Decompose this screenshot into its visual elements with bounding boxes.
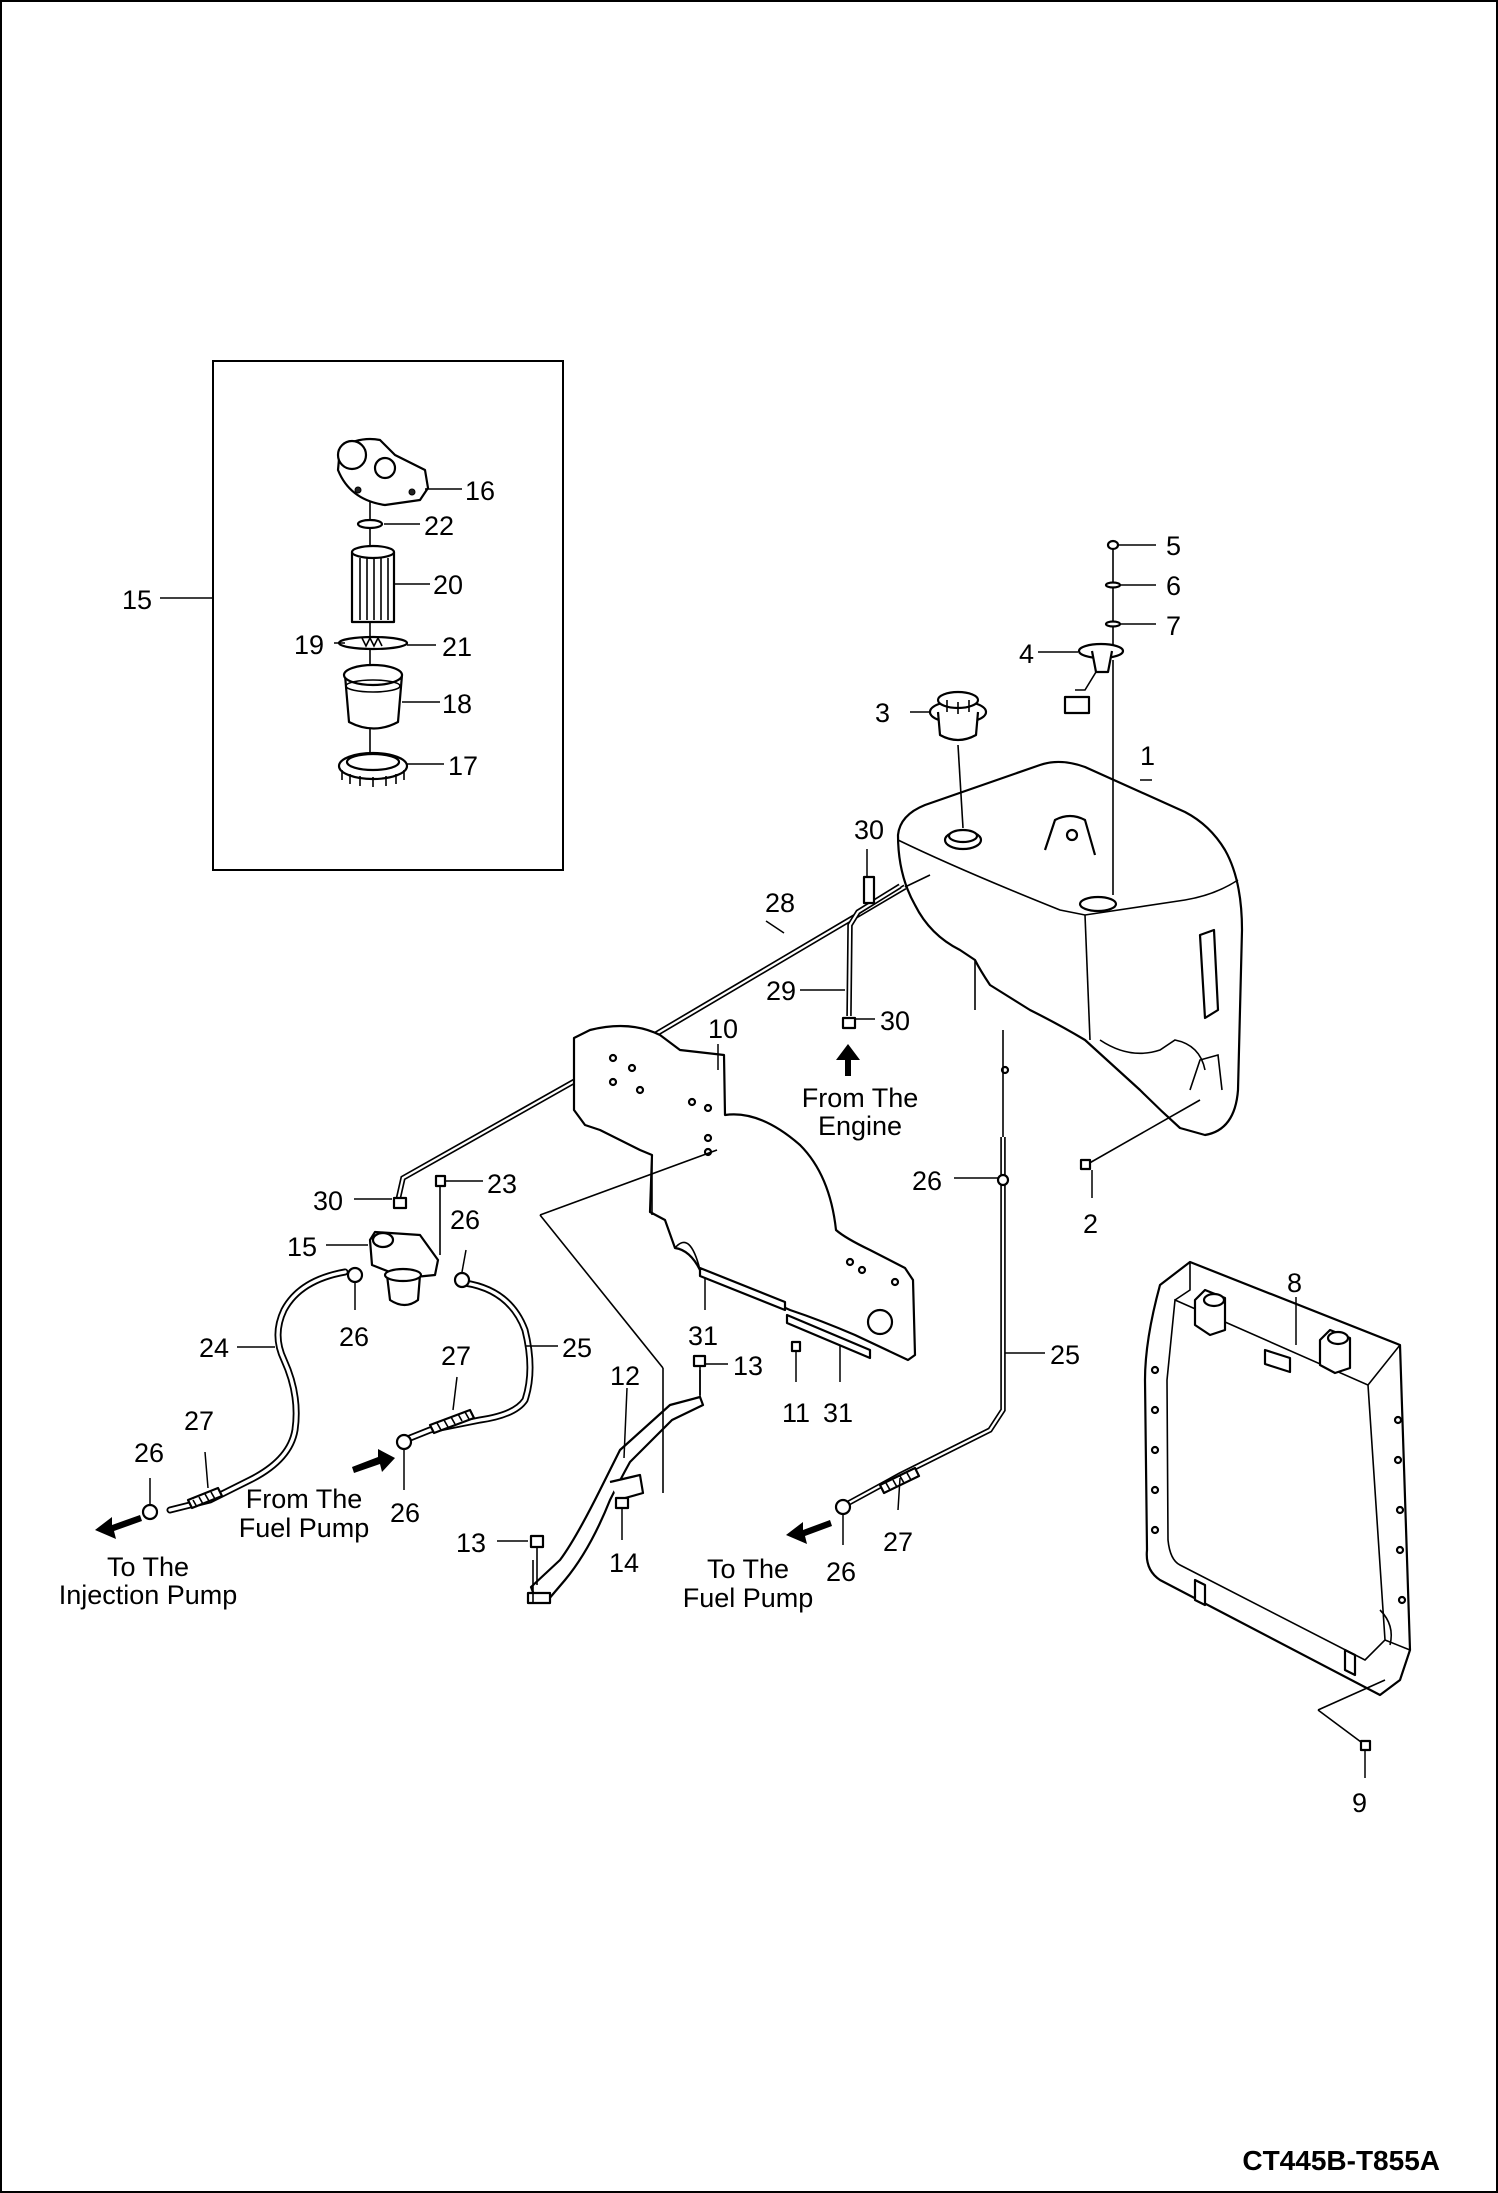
callout-26-tank: 26 xyxy=(912,1166,942,1196)
fuel-filter-assembly-part xyxy=(368,1230,440,1307)
callout-12: 12 xyxy=(610,1361,640,1391)
callout-22: 22 xyxy=(424,511,454,541)
callout-16: 16 xyxy=(465,476,495,506)
from-fuel-pump-arrow-icon xyxy=(352,1449,395,1473)
callout-26-filter-right: 26 xyxy=(450,1205,480,1235)
hose-clamp-part xyxy=(141,1266,471,1521)
to-fuel-pump-arrow-icon xyxy=(786,1520,832,1544)
callout-28: 28 xyxy=(765,888,795,918)
callout-19: 19 xyxy=(294,630,324,660)
fuel-hose-25-right xyxy=(834,1030,1010,1516)
inset-frame xyxy=(212,360,564,871)
callout-27-fuel-pump-left: 27 xyxy=(441,1341,471,1371)
clamp-30-filter xyxy=(392,1196,408,1210)
spring-part xyxy=(337,635,409,651)
callout-30-filter: 30 xyxy=(313,1186,343,1216)
clamp-30-upper xyxy=(862,875,876,905)
from-fuel-pump-label-line1: From The xyxy=(246,1484,363,1514)
callout-25-left: 25 xyxy=(562,1333,592,1363)
ring-nut-part xyxy=(337,751,409,787)
filter-head-part xyxy=(336,437,430,507)
guard-frame-part xyxy=(1143,1260,1412,1697)
callout-5: 5 xyxy=(1166,531,1181,561)
fuel-hose-25-left xyxy=(401,1279,534,1444)
mounting-plate-part xyxy=(572,1024,917,1362)
to-fuel-pump-label-line1: To The xyxy=(707,1554,789,1584)
drawing-code: CT445B-T855A xyxy=(1242,2145,1440,2176)
callout-8: 8 xyxy=(1287,1268,1302,1298)
callout-18: 18 xyxy=(442,689,472,719)
callout-1: 1 xyxy=(1140,741,1155,771)
callout-17: 17 xyxy=(448,751,478,781)
callout-20: 20 xyxy=(433,570,463,600)
callout-27-fuel-pump-right: 27 xyxy=(883,1527,913,1557)
callout-21: 21 xyxy=(442,632,472,662)
callout-15-filter: 15 xyxy=(287,1232,317,1262)
callout-26-injection: 26 xyxy=(134,1438,164,1468)
bracket-part xyxy=(526,1395,705,1605)
callout-26-fuel-pump-left: 26 xyxy=(390,1498,420,1528)
from-fuel-pump-label-line2: Fuel Pump xyxy=(239,1513,370,1543)
spring-protector-part xyxy=(186,1408,476,1510)
fuel-tube-28 xyxy=(395,874,931,1201)
to-injection-pump-label-line2: Injection Pump xyxy=(59,1580,238,1610)
callout-14: 14 xyxy=(609,1548,639,1578)
bolt-11-part xyxy=(790,1340,802,1353)
bolt-13-upper xyxy=(692,1354,707,1395)
to-injection-pump-arrow-icon xyxy=(95,1515,142,1539)
to-injection-pump-label-line1: To The xyxy=(107,1552,189,1582)
callout-26-filter-left: 26 xyxy=(339,1322,369,1352)
callout-23: 23 xyxy=(487,1169,517,1199)
callout-13-upper: 13 xyxy=(733,1351,763,1381)
to-fuel-pump-label-line2: Fuel Pump xyxy=(683,1583,814,1613)
callout-25-right: 25 xyxy=(1050,1340,1080,1370)
filter-bowl-part xyxy=(342,663,404,730)
clamp-30-lower xyxy=(841,1016,857,1030)
callout-15-inset: 15 xyxy=(122,585,152,615)
callout-31-left: 31 xyxy=(688,1321,718,1351)
o-ring-part xyxy=(356,518,384,530)
callout-26-fuel-pump-right: 26 xyxy=(826,1557,856,1587)
callout-30-upper: 30 xyxy=(854,815,884,845)
fuel-tank-part xyxy=(896,760,1244,1137)
callout-7: 7 xyxy=(1166,611,1181,641)
callout-6: 6 xyxy=(1166,571,1181,601)
callout-24: 24 xyxy=(199,1333,229,1363)
callout-29: 29 xyxy=(766,976,796,1006)
filter-element-part xyxy=(350,544,396,624)
callout-27-injection: 27 xyxy=(184,1406,214,1436)
drain-bolt-part xyxy=(1079,1099,1201,1171)
nut-14-part xyxy=(614,1496,630,1510)
callout-31-right: 31 xyxy=(823,1398,853,1428)
callout-9: 9 xyxy=(1352,1788,1367,1818)
from-engine-arrow-icon xyxy=(836,1044,860,1076)
fuel-level-sender-part xyxy=(1063,539,1125,895)
callout-13-lower: 13 xyxy=(456,1528,486,1558)
fuel-filter-inset xyxy=(160,360,564,871)
bolt-23-part xyxy=(434,1174,447,1255)
from-engine-label-line2: Engine xyxy=(818,1111,902,1141)
from-engine-label-line1: From The xyxy=(802,1083,919,1113)
fuel-tube-29 xyxy=(846,883,902,1017)
callout-2: 2 xyxy=(1083,1209,1098,1239)
callout-10: 10 xyxy=(708,1014,738,1044)
callout-11: 11 xyxy=(782,1398,810,1428)
fuel-hose-24 xyxy=(166,1268,349,1514)
callout-3: 3 xyxy=(875,698,890,728)
callout-4: 4 xyxy=(1019,639,1034,669)
callout-30-lower: 30 xyxy=(880,1006,910,1036)
bolt-13-lower xyxy=(529,1534,545,1585)
trim-strip-part xyxy=(698,1266,872,1360)
